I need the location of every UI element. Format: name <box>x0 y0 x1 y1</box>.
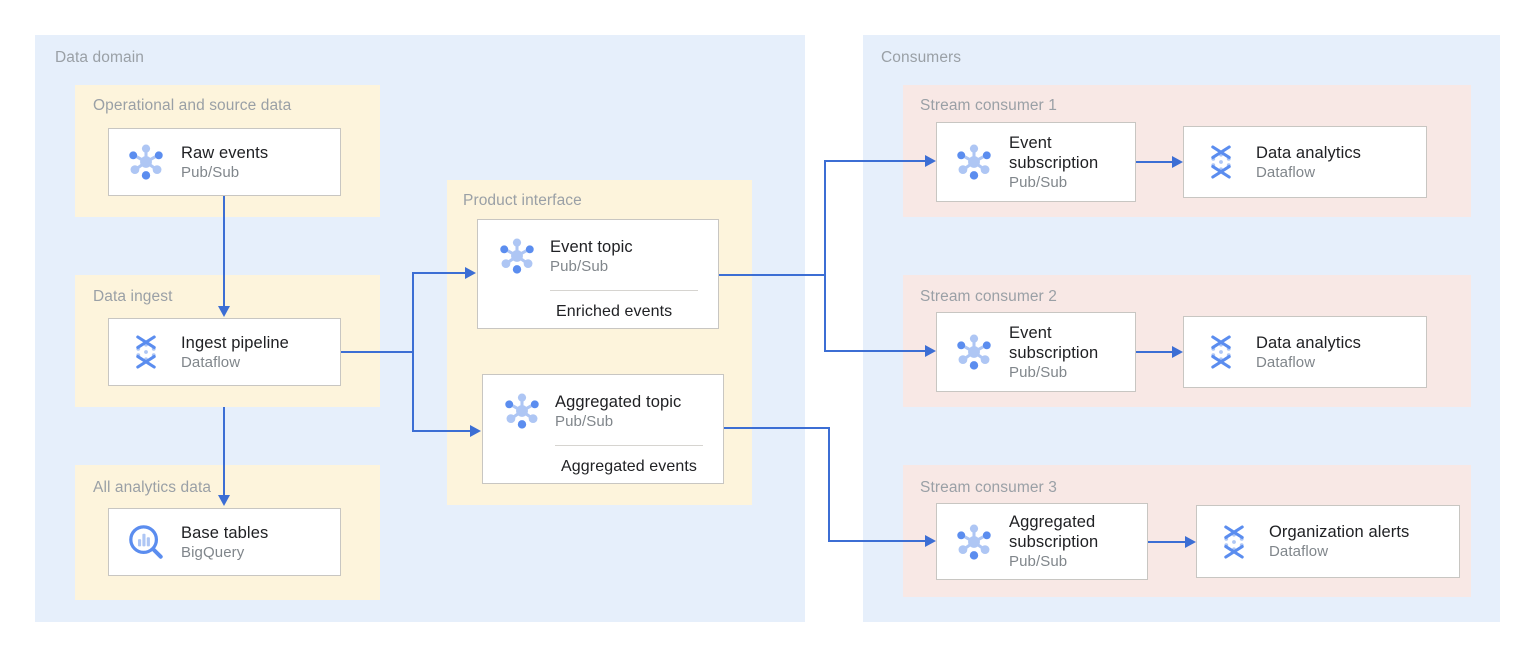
node-subtitle: Pub/Sub <box>1009 363 1068 381</box>
node-event-topic[interactable]: Event topic Pub/Sub Enriched events <box>477 219 719 329</box>
arrow-head-icon <box>1172 156 1183 168</box>
node-base-tables[interactable]: Base tables BigQuery <box>108 508 341 576</box>
connector-subscription-3-to-organization-alerts <box>1148 541 1186 543</box>
group-label-data-domain: Data domain <box>55 49 144 66</box>
arrow-head-icon <box>465 267 476 279</box>
arrow-head-icon <box>1185 536 1196 548</box>
connector-event-topic-trunk <box>719 274 826 276</box>
node-data-analytics-1[interactable]: Data analytics Dataflow <box>1183 126 1427 198</box>
arrow-head-icon <box>925 345 936 357</box>
node-contract-label: Enriched events <box>556 303 673 320</box>
node-subtitle: Dataflow <box>1269 543 1329 560</box>
dataflow-icon <box>123 329 169 375</box>
pubsub-icon <box>123 139 169 185</box>
node-contract-label: Aggregated events <box>561 458 698 475</box>
node-subtitle: BigQuery <box>181 543 245 561</box>
connector-ingest-pipeline-riser <box>412 272 414 431</box>
dataflow-icon <box>1211 519 1257 565</box>
connector-ingest-pipeline-to-base-tables <box>223 407 225 495</box>
node-raw-events[interactable]: Raw events Pub/Sub <box>108 128 341 196</box>
pubsub-icon <box>494 233 540 279</box>
dataflow-icon <box>1198 329 1244 375</box>
connector-aggregated-topic-trunk <box>724 427 830 429</box>
node-title: Event subscription <box>1009 323 1099 362</box>
pubsub-icon <box>499 388 545 434</box>
node-subtitle: Dataflow <box>1256 353 1316 371</box>
node-subtitle: Pub/Sub <box>181 163 240 181</box>
node-title: Base tables <box>181 523 269 542</box>
group-label-product-interface: Product interface <box>463 192 582 209</box>
arrow-head-icon <box>925 155 936 167</box>
node-subtitle: Pub/Sub <box>550 257 609 275</box>
node-title: Aggregated topic <box>555 392 682 411</box>
arrow-head-icon <box>925 535 936 547</box>
arrow-head-icon <box>218 306 230 317</box>
node-data-analytics-2[interactable]: Data analytics Dataflow <box>1183 316 1427 388</box>
node-event-subscription-1[interactable]: Event subscription Pub/Sub <box>936 122 1136 202</box>
node-aggregated-subscription-3[interactable]: Aggregated subscription Pub/Sub <box>936 503 1148 580</box>
connector-event-topic-riser <box>824 160 826 352</box>
connector-event-topic-to-subscription-2 <box>824 350 925 352</box>
card-divider <box>550 290 698 291</box>
subgroup-label-all-analytics-data: All analytics data <box>93 479 212 496</box>
card-divider <box>555 445 703 446</box>
node-subtitle: Pub/Sub <box>555 412 614 430</box>
node-title: Aggregated subscription <box>1009 513 1099 551</box>
node-aggregated-topic[interactable]: Aggregated topic Pub/Sub Aggregated even… <box>482 374 724 484</box>
node-title: Event subscription <box>1009 133 1099 172</box>
connector-to-event-topic <box>412 272 465 274</box>
subgroup-label-stream-consumer-2: Stream consumer 2 <box>920 288 1057 305</box>
connector-event-topic-to-subscription-1 <box>824 160 925 162</box>
group-label-consumers: Consumers <box>881 49 962 66</box>
connector-aggregated-topic-to-subscription-3 <box>828 540 925 542</box>
connector-to-aggregated-topic <box>412 430 470 432</box>
node-title: Raw events <box>181 143 269 162</box>
subgroup-label-data-ingest: Data ingest <box>93 288 173 305</box>
arrow-head-icon <box>470 425 481 437</box>
node-title: Ingest pipeline <box>181 333 289 352</box>
node-subtitle: Pub/Sub <box>1009 553 1068 570</box>
subgroup-label-stream-consumer-1: Stream consumer 1 <box>920 97 1057 114</box>
node-subtitle: Pub/Sub <box>1009 173 1068 191</box>
pubsub-icon <box>951 519 997 565</box>
node-subtitle: Dataflow <box>1256 163 1316 181</box>
pubsub-icon <box>951 329 997 375</box>
connector-aggregated-topic-drop <box>828 427 830 541</box>
node-title: Data analytics <box>1256 143 1362 162</box>
subgroup-label-operational-and-source-data: Operational and source data <box>93 97 292 114</box>
pubsub-icon <box>951 139 997 185</box>
node-event-subscription-2[interactable]: Event subscription Pub/Sub <box>936 312 1136 392</box>
node-title: Organization alerts <box>1269 523 1410 541</box>
arrow-head-icon <box>218 495 230 506</box>
node-ingest-pipeline[interactable]: Ingest pipeline Dataflow <box>108 318 341 386</box>
bigquery-icon <box>123 519 169 565</box>
node-title: Event topic <box>550 237 633 256</box>
connector-subscription-2-to-data-analytics-2 <box>1136 351 1173 353</box>
arrow-head-icon <box>1172 346 1183 358</box>
connector-subscription-1-to-data-analytics-1 <box>1136 161 1173 163</box>
dataflow-icon <box>1198 139 1244 185</box>
connector-raw-events-to-ingest-pipeline <box>223 196 225 306</box>
node-subtitle: Dataflow <box>181 353 241 371</box>
node-organization-alerts-3[interactable]: Organization alerts Dataflow <box>1196 505 1460 578</box>
connector-ingest-pipeline-trunk <box>341 351 414 353</box>
subgroup-label-stream-consumer-3: Stream consumer 3 <box>920 479 1057 496</box>
node-title: Data analytics <box>1256 333 1362 352</box>
